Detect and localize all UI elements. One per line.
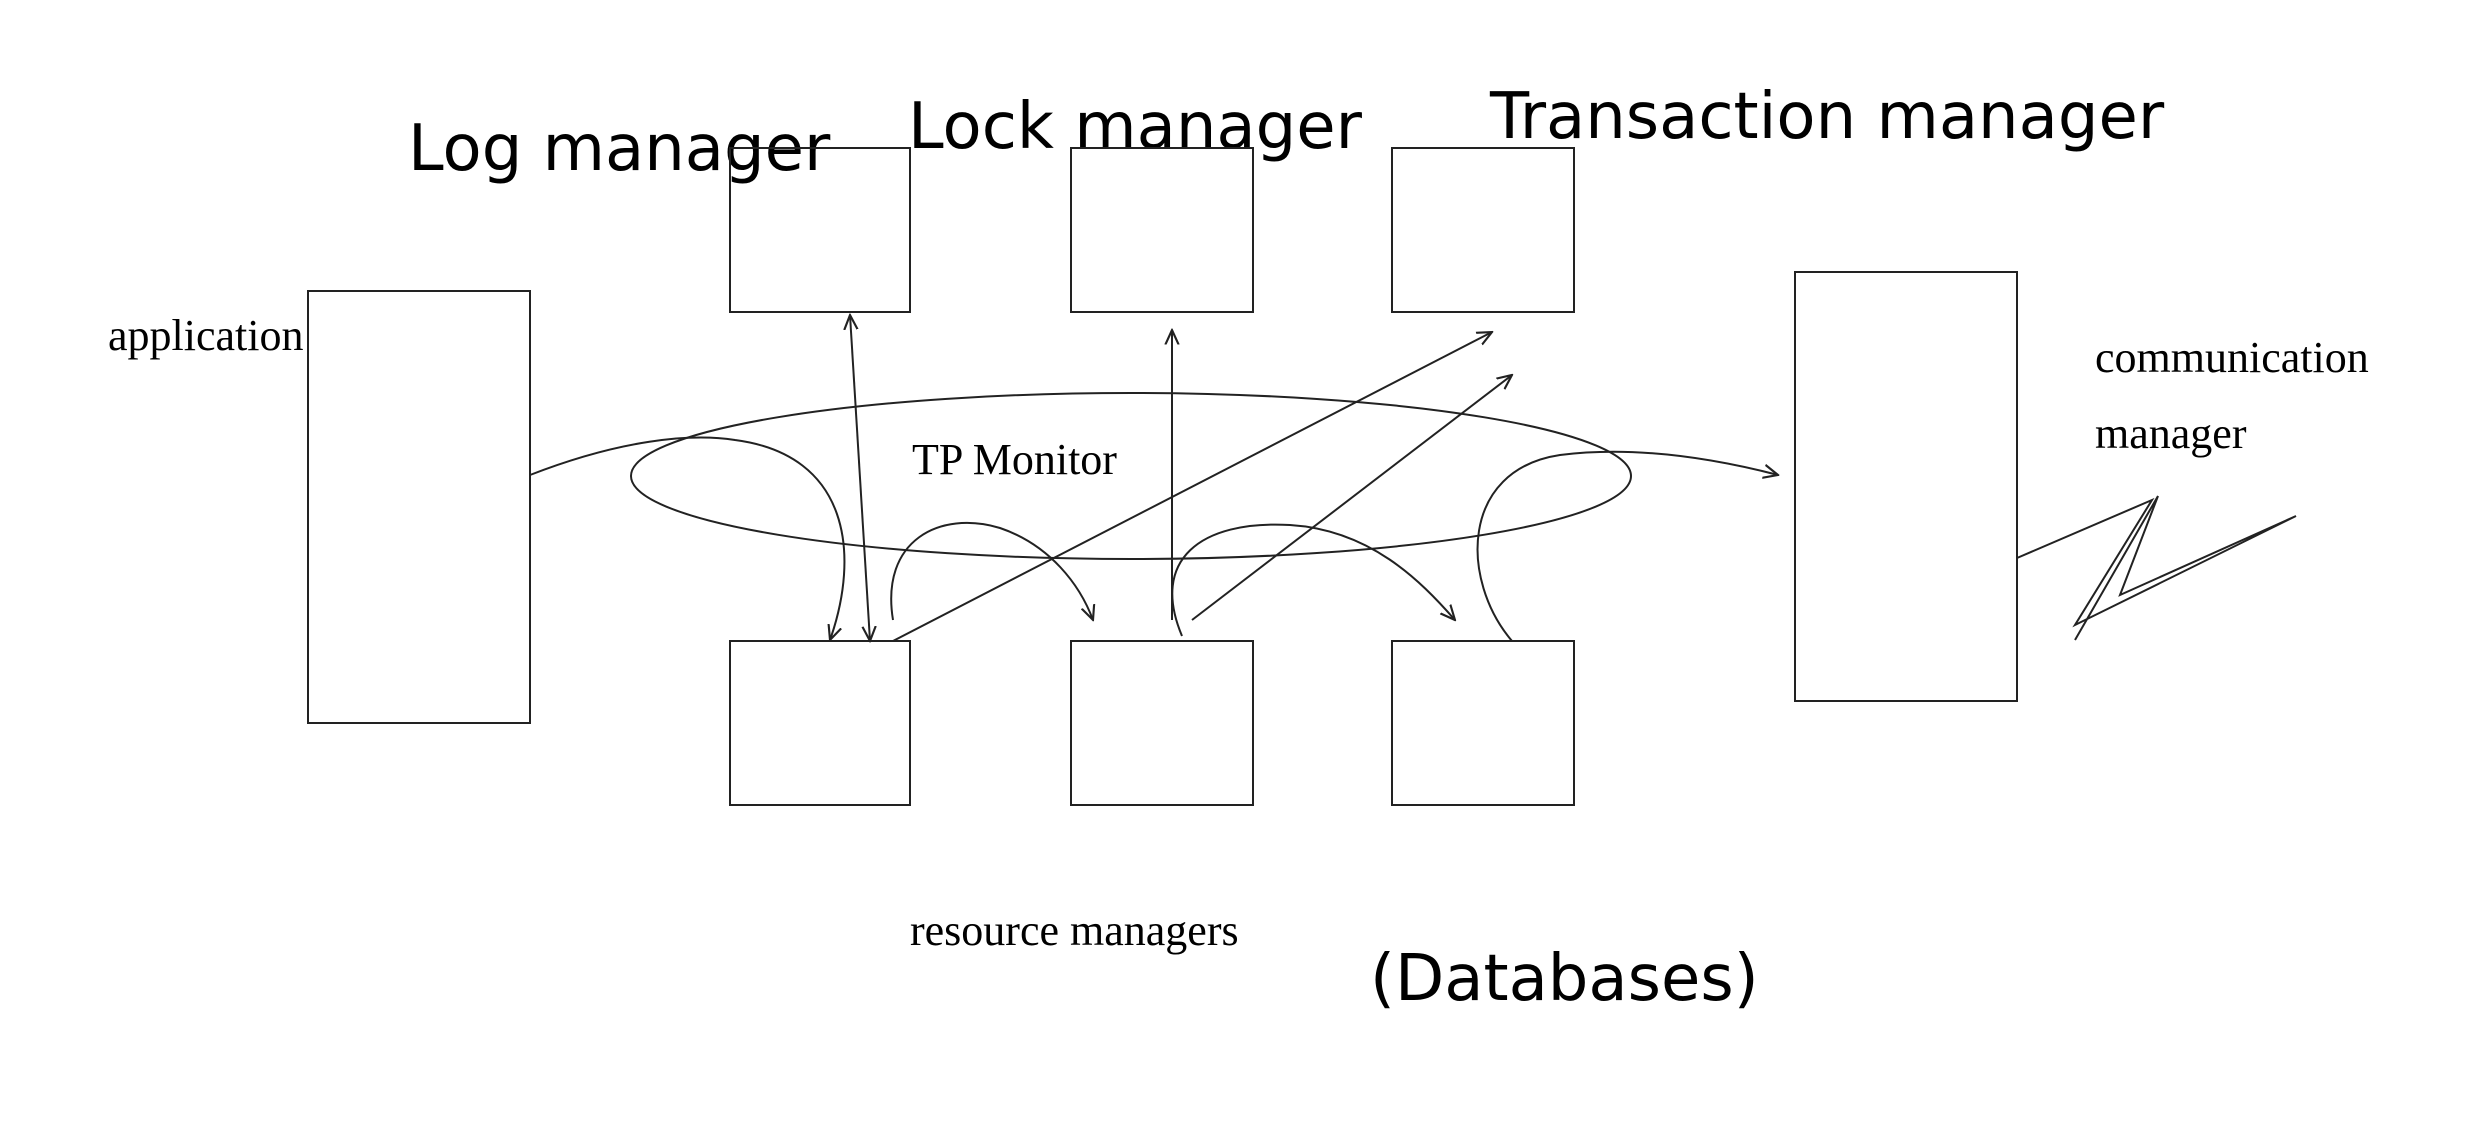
transaction-manager-title: Transaction manager [1489,80,2165,154]
log-manager-box [729,147,911,313]
flow-rm2-to-rm3 [1171,523,1455,637]
lightning-bolt-icon [2016,495,2297,641]
communication-manager-box [1794,271,2018,702]
flow-rm3-to-communication [1476,450,1778,642]
tp-monitor-ellipse [630,392,1632,560]
lock-manager-title: Lock manager [908,90,1363,164]
communication-manager-label-line1: communication [2095,333,2369,382]
communication-manager-label-line2: manager [2095,409,2247,458]
resource-managers-label: resource managers [910,906,1239,955]
rm1-to-transaction-manager-arrow [892,332,1492,642]
rm2-to-transaction-manager-arrow [1191,375,1512,621]
databases-label: (Databases) [1370,942,1759,1016]
log-manager-arrow [850,315,870,641]
tp-monitor-label: TP Monitor [912,435,1117,484]
application-label: application [108,311,304,360]
transaction-manager-box [1391,147,1575,313]
flow-rm1-to-rm2 [890,521,1093,620]
resource-manager-box-3 [1391,640,1575,806]
lock-manager-box [1070,147,1254,313]
resource-manager-box-1 [729,640,911,806]
resource-manager-box-2 [1070,640,1254,806]
application-box [307,290,531,724]
